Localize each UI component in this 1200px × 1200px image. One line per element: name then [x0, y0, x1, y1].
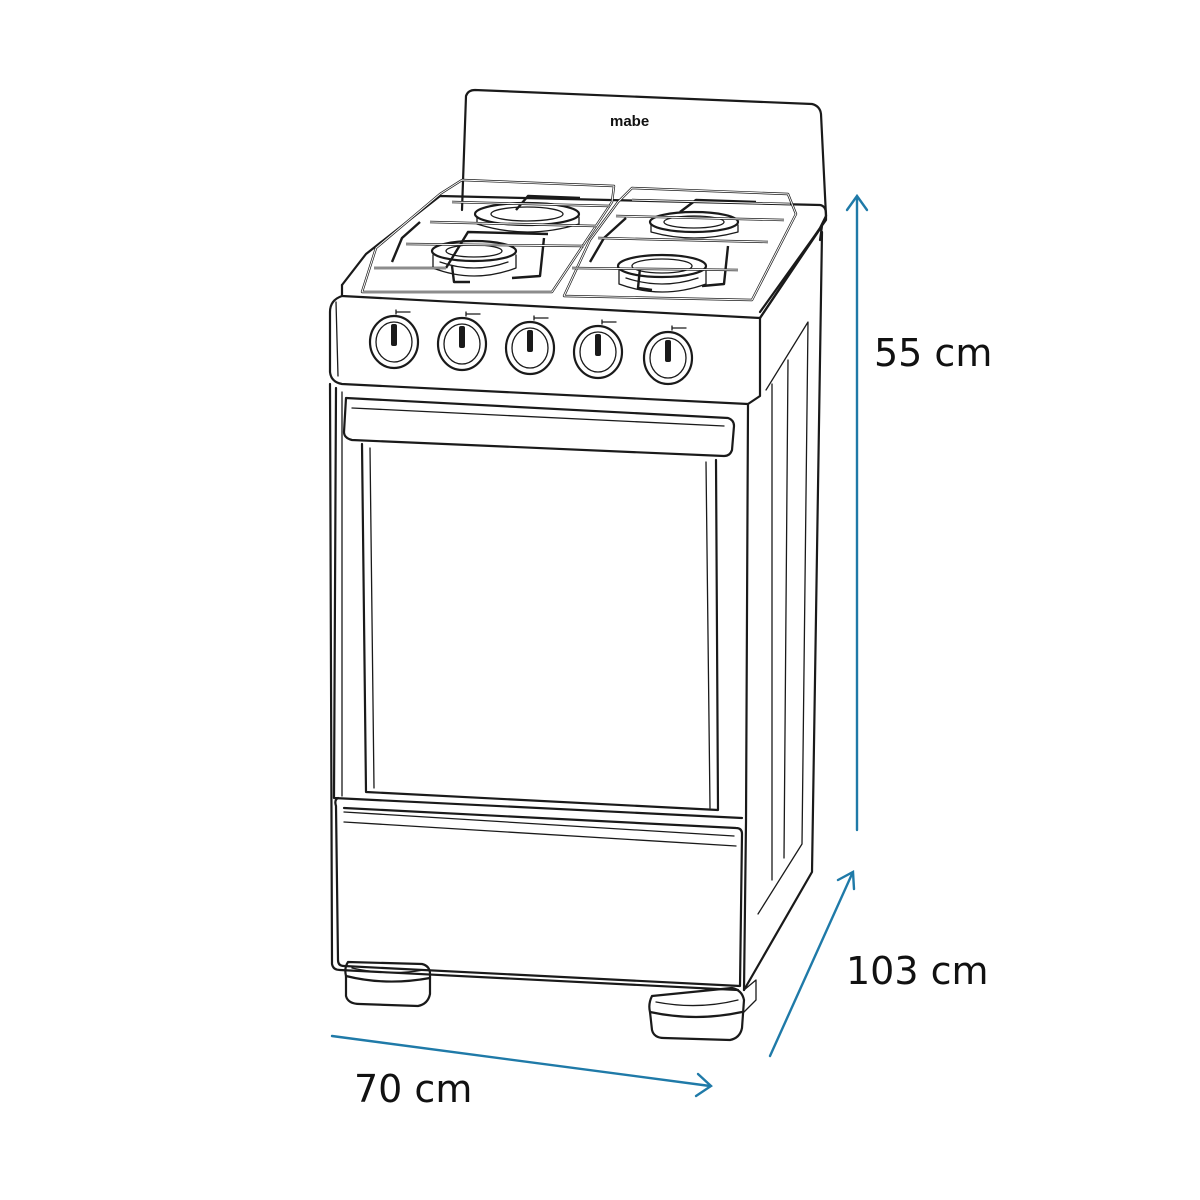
burner-back-left: [473, 201, 581, 233]
storage-drawer: [334, 796, 744, 988]
foot-back-right: [743, 979, 757, 1013]
width-label: 70 cm: [354, 1067, 473, 1111]
burner-group: [430, 201, 740, 293]
height-arrow: [845, 193, 869, 832]
knob-1: [368, 309, 420, 370]
brand-logo: mabe: [610, 113, 649, 130]
depth-label: 103 cm: [846, 949, 989, 993]
dimension-arrows: [330, 193, 869, 1098]
backsplash: mabe: [460, 88, 828, 218]
burner-front-right: [616, 253, 708, 293]
control-panel: [328, 294, 762, 406]
oven-door: [332, 386, 744, 820]
width-arrow: [330, 1034, 713, 1098]
knob-4: [572, 319, 624, 380]
knob-5: [642, 325, 694, 386]
height-label: 55 cm: [874, 331, 993, 375]
oven-body: [328, 224, 824, 992]
knob-row: [368, 309, 694, 386]
burner-back-right: [648, 210, 740, 239]
grate-left: [360, 178, 616, 294]
knob-2: [436, 311, 488, 372]
depth-arrow: [768, 870, 856, 1058]
foot-front-left: [344, 960, 432, 1008]
knob-3: [504, 315, 556, 376]
foot-front-right: [648, 986, 746, 1042]
grate-right: [562, 186, 798, 302]
